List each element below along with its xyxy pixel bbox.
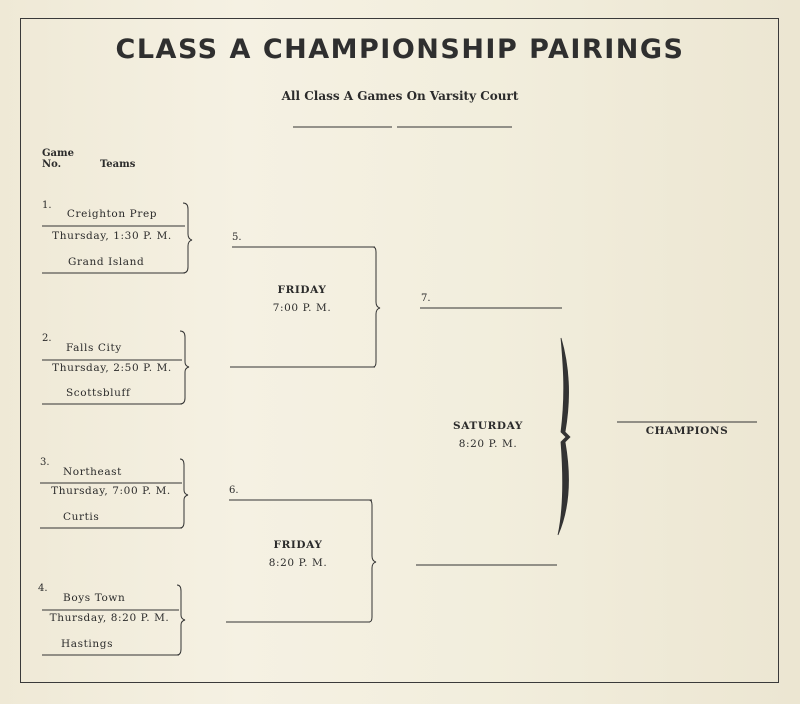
game-2-time: Thursday, 2:50 P. M.	[52, 362, 172, 374]
page-subtitle: All Class A Games On Varsity Court	[281, 89, 519, 103]
game-2-number: 2.	[42, 333, 52, 344]
game-5-time: 7:00 P. M.	[272, 302, 332, 314]
game-5-day: FRIDAY	[277, 284, 327, 296]
champions-label: CHAMPIONS	[645, 425, 729, 437]
game-6-number: 6.	[229, 485, 239, 496]
game-1-number: 1.	[42, 200, 52, 211]
game-3-time: Thursday, 7:00 P. M.	[51, 485, 171, 497]
game-4-team-2: Hastings	[61, 638, 114, 650]
page-title: CLASS A CHAMPIONSHIP PAIRINGS	[115, 34, 685, 65]
game-1-team-1: Creighton Prep	[66, 208, 158, 220]
game-4-number: 4.	[38, 583, 48, 594]
game-5-bracket	[230, 246, 381, 368]
game-7-number: 7.	[421, 293, 431, 304]
game-3-team-1: Northeast	[63, 466, 122, 478]
page-border	[20, 18, 779, 683]
game-3-number: 3.	[40, 457, 50, 468]
teams-header: Teams	[100, 159, 136, 170]
game-header: Game No.	[42, 148, 74, 170]
game-1-time: Thursday, 1:30 P. M.	[52, 230, 172, 242]
final-time: 8:20 P. M.	[458, 438, 518, 450]
game-4-bracket	[42, 584, 186, 656]
game-5-number: 5.	[232, 232, 242, 243]
game-header-line2: No.	[42, 159, 62, 170]
game-4-team-1: Boys Town	[63, 592, 126, 604]
game-6-bracket	[226, 499, 377, 623]
final-brace	[557, 337, 571, 536]
game-3-bracket	[40, 458, 189, 529]
game-3-team-2: Curtis	[63, 511, 100, 523]
game-2-team-2: Scottsbluff	[66, 387, 131, 399]
game-2-team-1: Falls City	[66, 342, 122, 354]
game-1-team-2: Grand Island	[68, 256, 145, 268]
game-1-bracket	[42, 202, 193, 274]
game-header-line1: Game	[42, 148, 74, 159]
game-6-time: 8:20 P. M.	[268, 557, 328, 569]
final-day: SATURDAY	[453, 420, 523, 432]
game-6-day: FRIDAY	[273, 539, 323, 551]
game-4-time: Thursday, 8:20 P. M.	[49, 612, 170, 624]
game-2-bracket	[42, 330, 190, 405]
